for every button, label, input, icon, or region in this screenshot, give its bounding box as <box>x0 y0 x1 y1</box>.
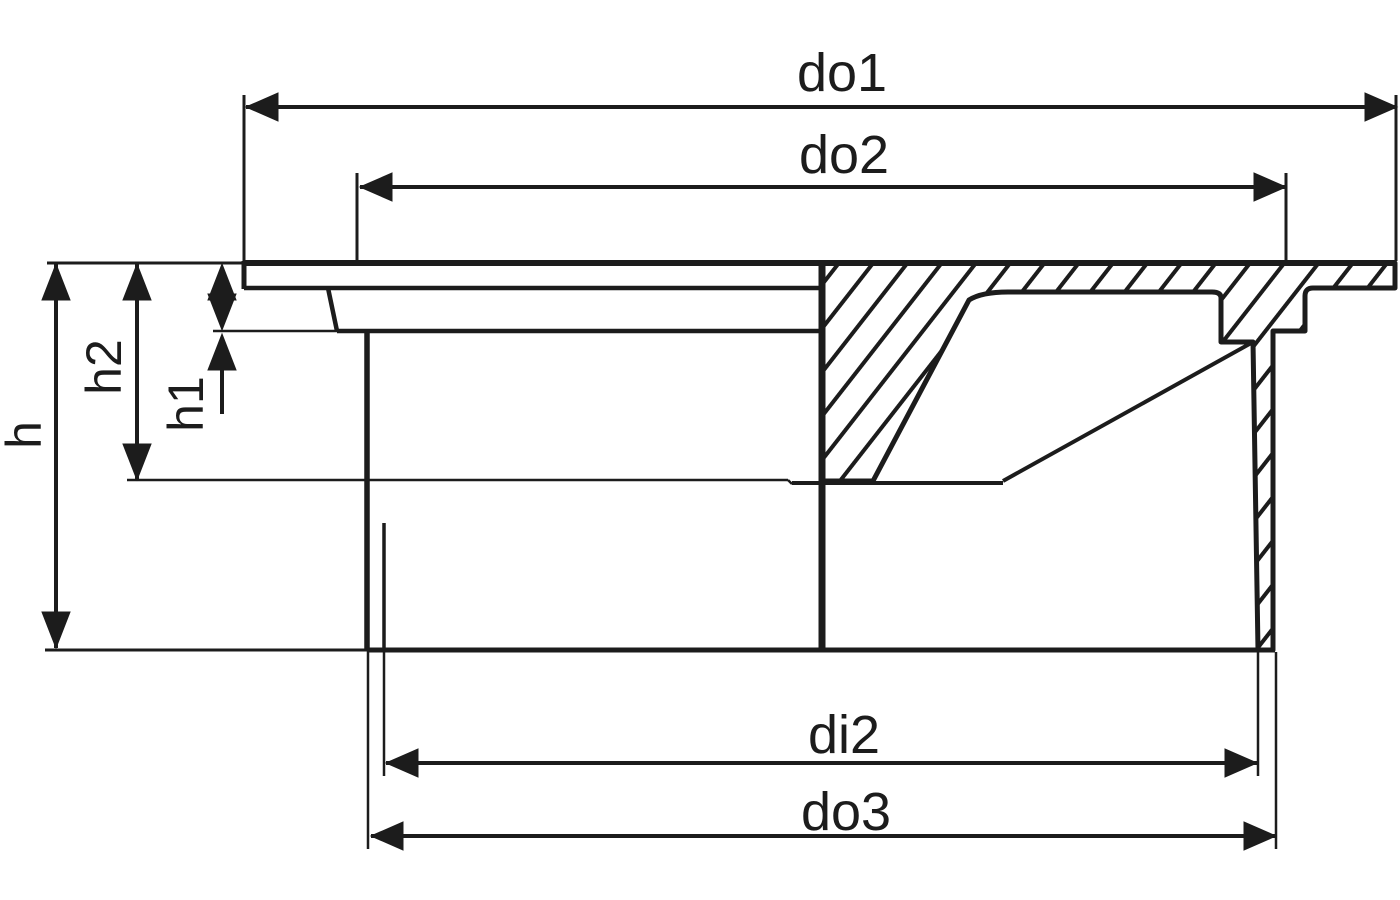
dimension-di2 <box>382 650 1260 778</box>
part-section-right <box>818 260 1398 653</box>
arrow-right-icon <box>1253 172 1288 202</box>
boss-cone-edge <box>325 287 340 332</box>
arrow-right-icon <box>1364 92 1399 122</box>
dim-label-h2: h2 <box>76 339 132 395</box>
dim-label-di2: di2 <box>807 705 881 765</box>
dim-label-h: h <box>0 421 52 449</box>
arrow-down-icon <box>122 443 152 482</box>
arrow-up-icon <box>122 262 152 301</box>
dimensions <box>41 92 1399 851</box>
dimension-do2 <box>355 172 1288 263</box>
inner-cone-edge <box>1002 340 1254 483</box>
arrow-right-icon <box>1243 821 1278 851</box>
dimension-do3 <box>366 650 1278 851</box>
arrow-down-icon <box>41 611 71 650</box>
arrow-left-icon <box>384 748 419 778</box>
arrow-up-icon <box>41 262 71 301</box>
dim-label-do3: do3 <box>800 782 892 842</box>
arrow-right-icon <box>1224 748 1259 778</box>
dimension-h <box>41 262 71 650</box>
dimension-h1 <box>207 262 237 414</box>
seat-level-jog <box>787 479 793 485</box>
dimension-h2 <box>122 262 152 482</box>
arrow-left-icon <box>358 172 393 202</box>
arrow-left-icon <box>244 92 279 122</box>
part-left-profile <box>45 260 1395 653</box>
section-solid <box>819 260 1398 653</box>
dimension-do1 <box>242 92 1399 263</box>
dim-label-do1: do1 <box>796 43 888 103</box>
arrow-left-icon <box>369 821 404 851</box>
dim-label-h1: h1 <box>158 376 214 432</box>
arrow-down-icon <box>207 293 237 332</box>
dim-label-do2: do2 <box>798 125 890 185</box>
